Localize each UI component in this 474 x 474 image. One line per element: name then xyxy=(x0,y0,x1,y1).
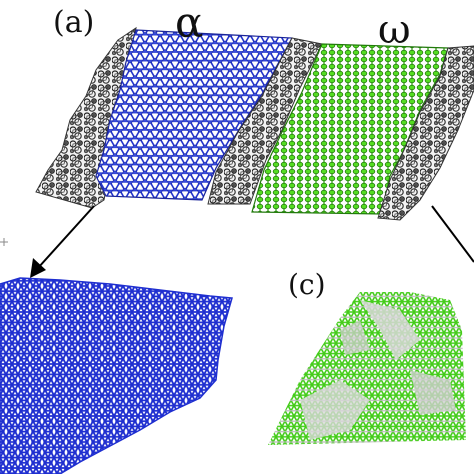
panel-c-omega-lattice xyxy=(268,292,466,445)
right-interface-region xyxy=(377,45,474,221)
panel-a-slab xyxy=(35,26,474,221)
central-interface-region xyxy=(207,37,323,205)
panel-b-alpha-lattice xyxy=(0,277,233,474)
alpha-phase-label: α xyxy=(175,0,204,47)
arrow-to-panel-c xyxy=(431,205,474,263)
panel-c-label: (c) xyxy=(288,268,326,301)
omega-phase-label: ω xyxy=(378,7,411,53)
left-edge-mark xyxy=(0,238,8,246)
arrow-to-panel-b xyxy=(30,205,95,278)
alpha-region xyxy=(95,29,293,201)
panel-a-label: (a) xyxy=(53,5,95,40)
